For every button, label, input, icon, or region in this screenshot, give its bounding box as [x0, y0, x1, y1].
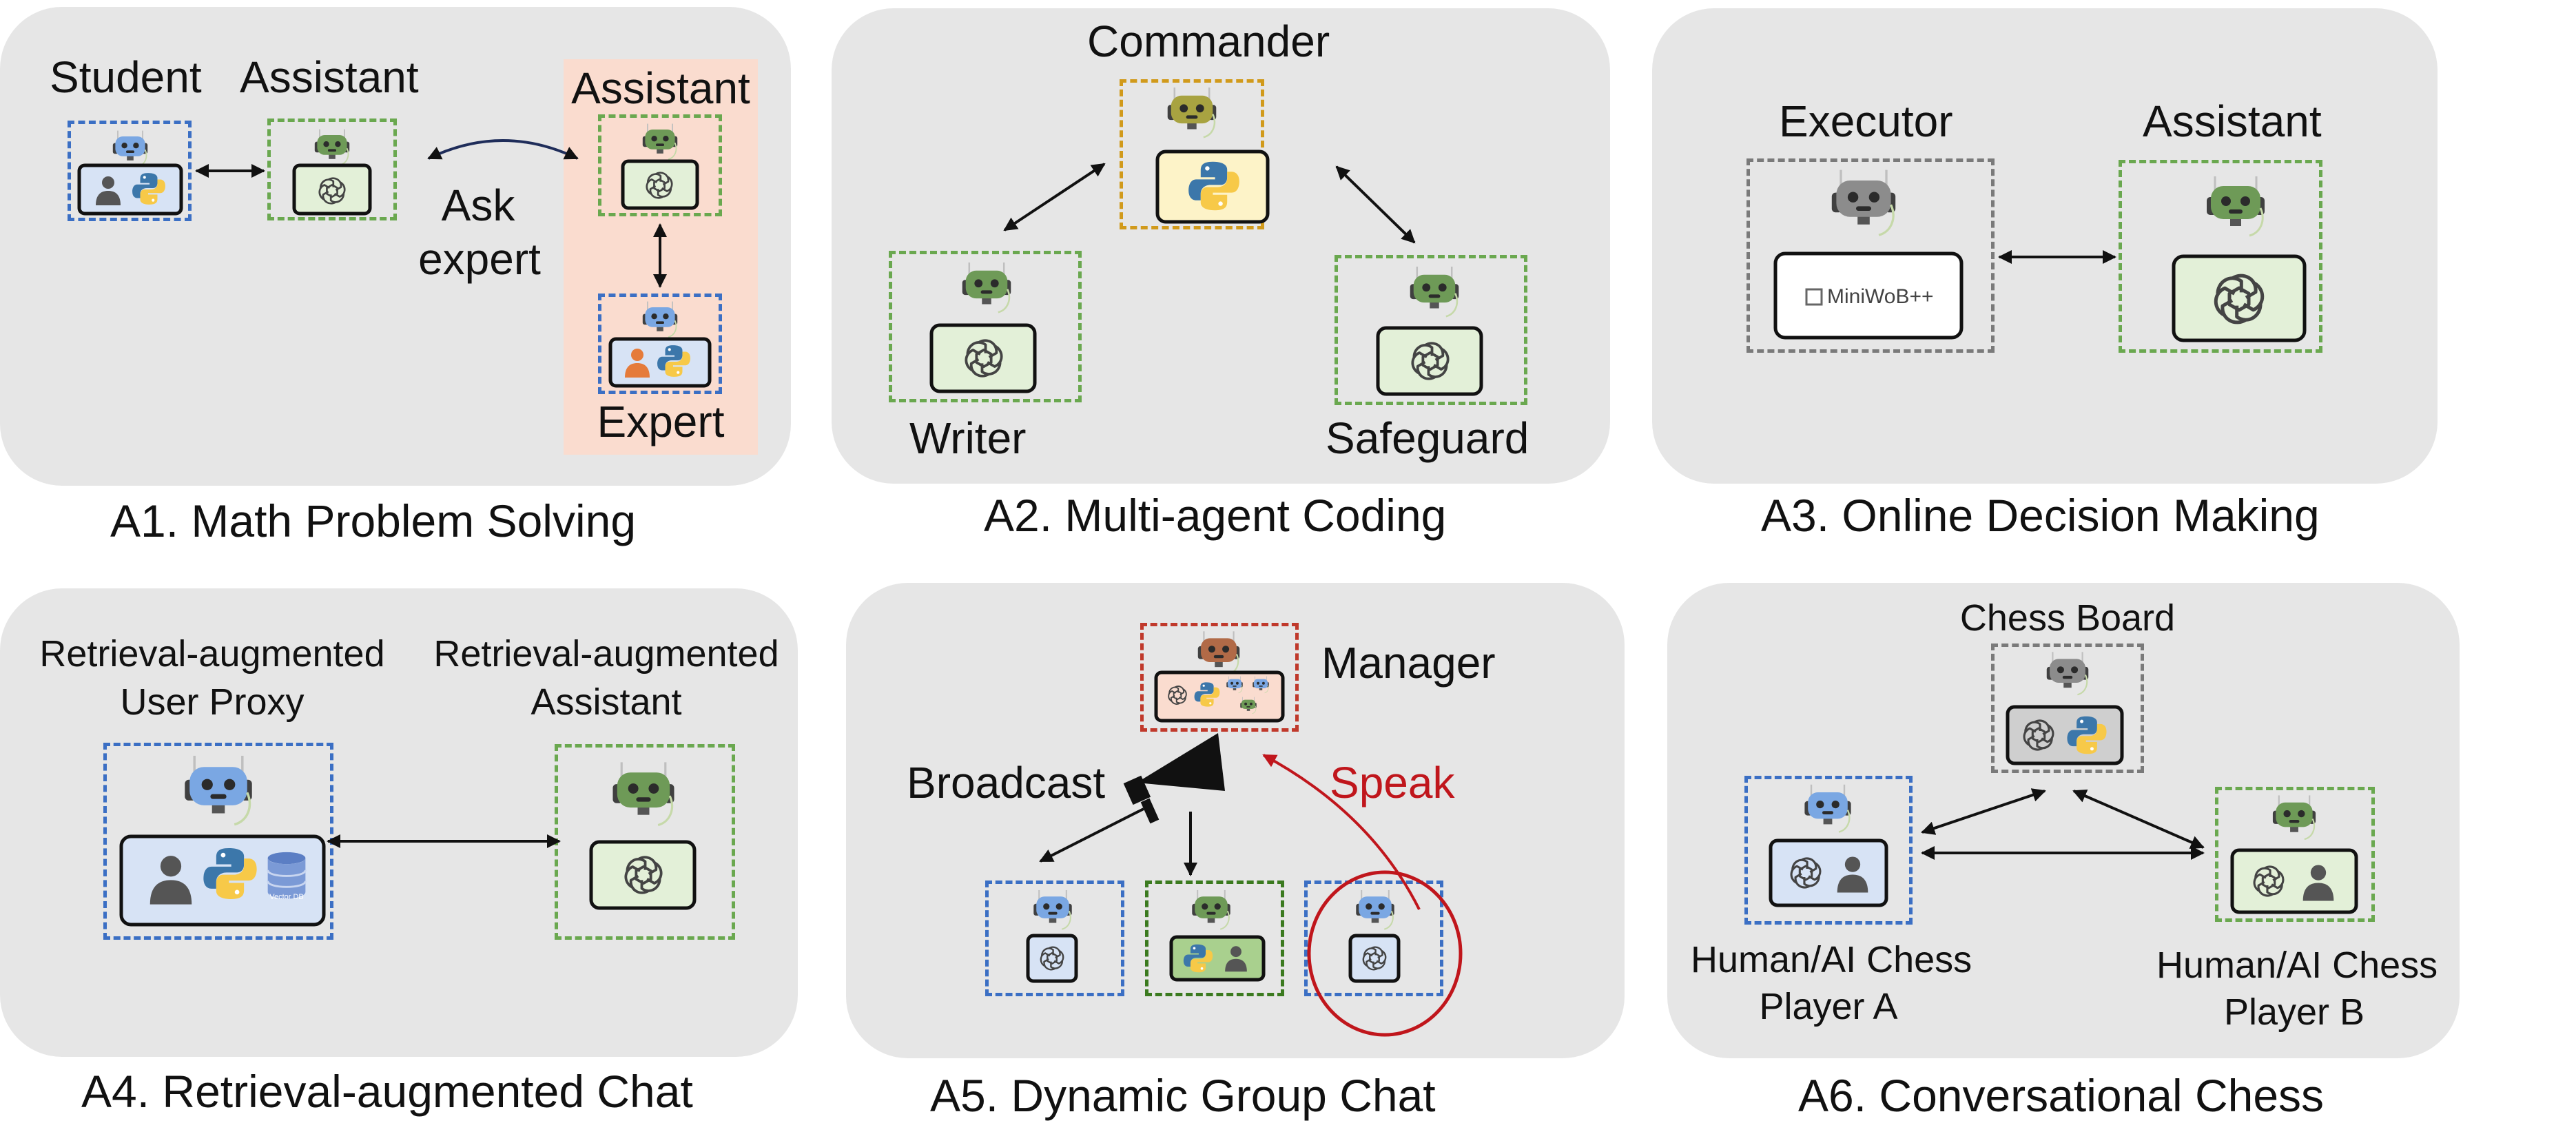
a2-safeguard-screen: [1376, 326, 1483, 396]
a2-writer-label: Writer: [909, 413, 1027, 463]
megaphone-icon: [1123, 733, 1225, 824]
a5-agent1-box: [985, 881, 1124, 996]
a3-caption: A3. Online Decision Making: [1761, 490, 2320, 541]
a4-user-proxy-label-line2: User Proxy: [120, 681, 305, 723]
a1-assistant-screen: [292, 163, 372, 216]
a4-assistant-label-line2: Assistant: [530, 681, 682, 723]
a5-manager-box: [1140, 623, 1299, 732]
a6-player-b-label-line1: Human/AI Chess: [2156, 945, 2438, 986]
a6-chess-board-label: Chess Board: [1959, 597, 2176, 639]
a3-assistant-box: [2119, 160, 2322, 353]
a6-player-b-box: [2215, 787, 2375, 922]
a1-expert-label: Expert: [597, 397, 725, 446]
a1-expert-box: [598, 294, 722, 394]
a2-commander-label: Commander: [1087, 17, 1330, 66]
a1-ask-label: Ask: [441, 181, 515, 230]
a5-speaker-circle: [1307, 870, 1463, 1037]
a6-player-b-robot-icon: [2271, 794, 2317, 841]
a5-manager-label: Manager: [1321, 638, 1496, 688]
a2-safeguard-box: [1335, 255, 1527, 405]
a4-vector-db-label: Vector DB: [269, 893, 304, 901]
a1-assistant-robot-icon: [313, 128, 351, 166]
a3-assistant-screen: [2172, 254, 2307, 342]
a4-caption: A4. Retrieval-augmented Chat: [81, 1066, 693, 1117]
a2-safeguard-robot-icon: [1409, 265, 1460, 318]
a5-agent3-screen: [1348, 934, 1401, 983]
a2-writer-robot-icon: [961, 261, 1012, 313]
a4-vector-db-icon: [266, 851, 307, 900]
a5-agent3-robot-icon: [1355, 889, 1395, 930]
a3-assistant-robot-icon: [2205, 175, 2266, 237]
a1-expert-assistant-screen: [621, 159, 699, 210]
a1-expert-assistant-robot-icon: [641, 123, 679, 161]
a5-agent2-robot-icon: [1191, 889, 1231, 930]
a4-assistant-screen: [589, 840, 697, 910]
a5-agent1-robot-icon: [1033, 889, 1073, 930]
a1-expert-robot-icon: [641, 300, 679, 338]
a2-commander-screen: [1155, 150, 1270, 224]
a3-miniwob-icon: [1805, 288, 1823, 306]
a2-writer-commander-arrow: [1003, 163, 1106, 231]
a6-chess-board-robot-icon: [2046, 651, 2090, 696]
a1-student-label: Student: [50, 52, 202, 102]
a4-assistant-label-line1: Retrieval-augmented: [433, 633, 779, 675]
a5-agent3-box: [1304, 881, 1443, 996]
a2-commander-safeguard-arrow: [1335, 165, 1416, 244]
a6-player-a-robot-icon: [1803, 783, 1853, 834]
a6-caption: A6. Conversational Chess: [1798, 1070, 2325, 1121]
a1-expert-assistant-box: [598, 114, 722, 216]
a1-expert-word-label: expert: [418, 234, 541, 284]
a3-executor-label: Executor: [1779, 96, 1953, 146]
a1-assistant-box: [267, 119, 397, 220]
a1-expert-assistant-label: Assistant: [571, 63, 750, 113]
a2-safeguard-label: Safeguard: [1326, 413, 1529, 463]
a2-commander-robot-icon: [1166, 86, 1217, 138]
a6-board-player-b-arrow: [2072, 790, 2205, 849]
a5-broadcast-label: Broadcast: [907, 758, 1106, 807]
a5-caption: A5. Dynamic Group Chat: [930, 1070, 1436, 1121]
a1-student-robot-icon: [112, 130, 149, 167]
a3-executor-box: [1746, 158, 1995, 353]
a3-executor-robot-icon: [1830, 168, 1897, 237]
a4-user-proxy-robot-icon: [185, 756, 251, 825]
a3-miniwob-label: MiniWoB++: [1827, 285, 1934, 308]
a1-caption: A1. Math Problem Solving: [110, 495, 637, 546]
a5-speak-label: Speak: [1330, 758, 1455, 807]
a1-student-screen: [77, 163, 183, 216]
a6-player-b-screen: [2230, 848, 2358, 914]
a3-assistant-label: Assistant: [2143, 96, 2322, 146]
a6-player-a-board-arrow: [1921, 788, 2046, 835]
a5-agent1-screen: [1026, 934, 1078, 983]
a1-assistant-label: Assistant: [240, 52, 419, 102]
a4-user-proxy-label-line1: Retrieval-augmented: [39, 633, 385, 675]
panel-a3: [1652, 8, 2438, 484]
a2-caption: A2. Multi-agent Coding: [984, 490, 1447, 541]
a6-player-a-box: [1744, 776, 1913, 925]
a3-miniwob-screen: [1773, 251, 1964, 340]
a6-player-b-label-line2: Player B: [2223, 991, 2365, 1033]
a6-player-a-screen: [1769, 838, 1888, 907]
a5-broadcast-arrow-left: [1039, 807, 1144, 863]
a2-writer-box: [889, 251, 1082, 402]
a6-player-a-label-line2: Player A: [1759, 986, 1898, 1027]
a6-chess-board-box: [1991, 643, 2144, 773]
a4-assistant-robot-icon: [611, 761, 676, 827]
a6-player-a-label-line1: Human/AI Chess: [1691, 939, 1972, 980]
a1-student-box: [68, 121, 192, 221]
a5-speak-arrow: [1262, 754, 1421, 910]
a2-writer-screen: [929, 323, 1037, 393]
a5-agent2-box: [1145, 881, 1284, 996]
a5-manager-robot-icon: [1197, 630, 1241, 675]
a1-ask-expert-arrow: [427, 139, 579, 160]
